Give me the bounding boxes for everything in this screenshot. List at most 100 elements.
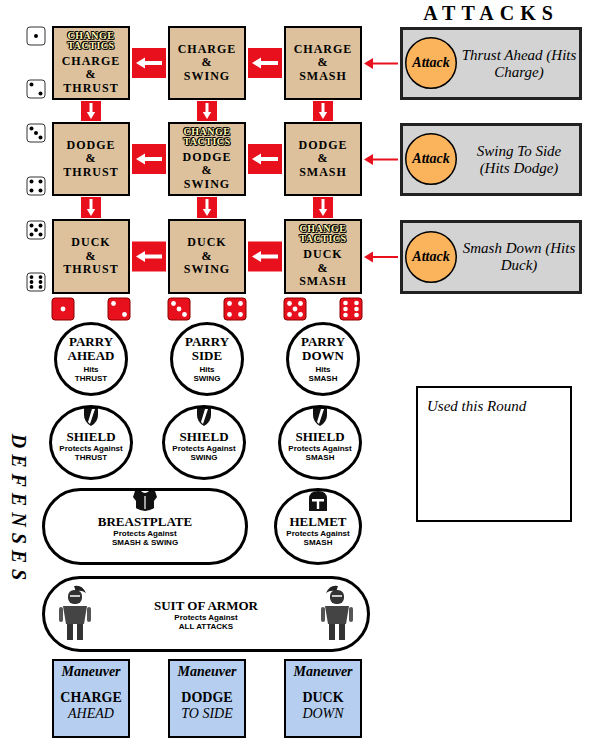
node-text: Hits THRUST — [54, 365, 128, 383]
tactic-box: CHANGE TACTICSDUCK & SMASH — [284, 219, 362, 294]
arrow-block — [313, 101, 333, 121]
arrow-shaft — [143, 157, 162, 161]
node-text: DODGE — [181, 690, 232, 706]
arrow-connector — [81, 101, 101, 121]
arrow-block — [248, 48, 282, 78]
knight-figure — [59, 586, 91, 640]
node-text: HELMET — [289, 514, 346, 529]
node-text: PARRY SIDE — [170, 335, 244, 363]
arrow-shaft — [90, 103, 93, 113]
node-text: Thrust Ahead (Hits Charge) — [461, 47, 577, 81]
node-text: DUCK & THRUST — [55, 236, 127, 277]
attack-card: Thrust Ahead (Hits Charge) Attack — [400, 27, 582, 100]
arrow-connector — [132, 48, 166, 78]
shield-icon — [84, 408, 98, 426]
node-text: CHARGE — [60, 690, 121, 706]
arrow-shaft — [371, 159, 398, 161]
arrow-shaft — [206, 103, 209, 113]
arrow-block — [132, 242, 166, 272]
knight-figure — [321, 586, 353, 640]
node-text: Attack — [412, 151, 449, 167]
maneuver-card: ManeuverDODGETO SIDE — [168, 659, 246, 738]
arrow-shaft — [206, 199, 209, 210]
maneuver-card: ManeuverDUCKDOWN — [284, 659, 362, 738]
arrow-head — [364, 154, 373, 165]
arrow-block — [197, 197, 217, 218]
node-text: SHIELD — [295, 429, 344, 444]
node-text: Attack — [412, 249, 449, 265]
node-text: SHIELD — [66, 429, 115, 444]
arrow-shaft — [259, 61, 278, 65]
arrow-head — [136, 58, 145, 69]
arrow-connector — [364, 154, 398, 165]
arrow-head — [136, 251, 145, 262]
attack-button: Attack — [405, 37, 457, 89]
arrow-shaft — [143, 61, 162, 65]
node-text: Smash Down (Hits Duck) — [461, 240, 577, 274]
arrow-connector — [81, 197, 101, 218]
node-text: DUCK & SMASH — [287, 248, 359, 289]
outline — [406, 134, 457, 185]
node-text: Protects Against SMASH & SWING — [108, 529, 182, 547]
node-text: Protects Against THRUST — [54, 444, 128, 462]
arrow-head — [136, 154, 145, 165]
node-text: Hits SWING — [170, 365, 244, 383]
shield-oval: SHIELDProtects Against THRUST — [49, 405, 133, 480]
node-text: Protects Against SMASH — [283, 444, 357, 462]
shield-oval: SHIELDProtects Against SMASH — [278, 405, 362, 480]
tactic-box: CHANGE TACTICS CHARGE & THRUST — [52, 26, 130, 100]
maneuver-card: ManeuverCHARGEAHEAD — [52, 659, 130, 738]
arrow-connector — [132, 144, 166, 174]
arrow-connector — [313, 197, 333, 218]
arrow-block — [313, 197, 333, 218]
section-heading-vertical: DEFENSES — [7, 434, 30, 587]
used-box: Used this Round — [416, 386, 572, 522]
arrow-connector — [248, 144, 282, 174]
node-text: Used this Round — [427, 398, 526, 415]
node-text: Swing To Side (Hits Dodge) — [461, 143, 577, 177]
arrow-connector — [248, 48, 282, 78]
breastplate-pill: BREASTPLATEProtects Against SMASH & SWIN… — [42, 488, 248, 565]
section-heading: ATTACKS — [423, 2, 559, 25]
arrow-head — [319, 209, 327, 216]
node-text: DODGE & THRUST — [55, 139, 127, 180]
arrow-block — [248, 242, 282, 272]
node-text: DUCK — [302, 690, 343, 706]
shield-icon — [313, 408, 327, 426]
outline — [406, 38, 457, 89]
outline — [406, 232, 457, 283]
node-text: SHIELD — [179, 429, 228, 444]
tactic-box: DUCK & THRUST — [52, 219, 130, 294]
node-text: CHANGE TACTICS — [55, 31, 127, 51]
helmet-icon — [309, 491, 327, 511]
tactic-box: DUCK & SWING — [168, 219, 246, 294]
arrow-head — [319, 112, 327, 119]
outline — [280, 407, 361, 479]
breastplate-icon — [133, 491, 157, 511]
tactic-box: CHARGE & SMASH — [284, 26, 362, 100]
attack-card: Smash Down (Hits Duck) Attack — [400, 220, 582, 294]
node-text: TO SIDE — [181, 706, 232, 722]
arrow-shaft — [322, 199, 325, 210]
arrow-block — [197, 101, 217, 121]
arrow-shaft — [259, 255, 278, 259]
arrow-connector — [364, 252, 398, 263]
node-text: SUIT OF ARMOR — [154, 598, 258, 613]
parry-circle: PARRY SIDE Hits SWING — [170, 322, 244, 396]
node-text: CHARGE & THRUST — [55, 55, 127, 96]
node-text: Maneuver — [61, 664, 120, 680]
node-text: Maneuver — [293, 664, 352, 680]
arrow-block — [132, 144, 166, 174]
attack-button: Attack — [405, 231, 457, 283]
row-dice — [27, 27, 45, 291]
helmet-oval: HELMETProtects Against SMASH — [274, 488, 362, 565]
node-text: DODGE & SWING — [171, 151, 243, 192]
node-text: Attack — [412, 55, 449, 71]
outline — [44, 578, 369, 651]
node-text: PARRY AHEAD — [54, 335, 128, 363]
arrow-block — [132, 48, 166, 78]
tactic-box: DODGE & SMASH — [284, 122, 362, 196]
parry-circle: PARRY DOWNHits SMASH — [286, 322, 360, 396]
tactic-box: CHARGE & SWING — [168, 26, 246, 100]
